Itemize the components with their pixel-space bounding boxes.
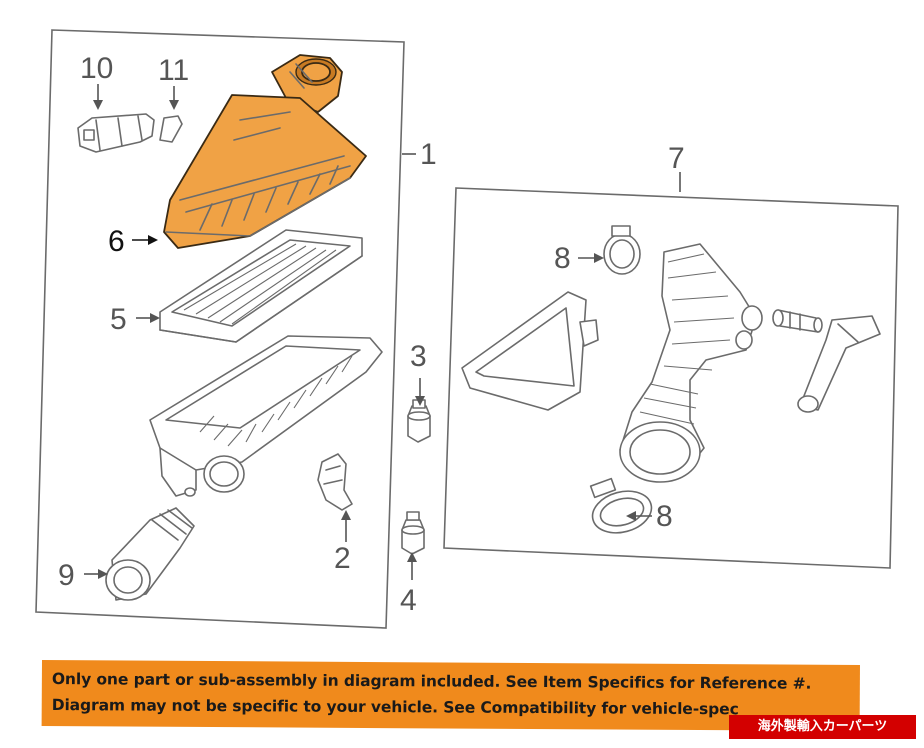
callout-6: 6 [108,225,158,258]
callout-8-lower: 8 [626,500,673,533]
callout-8-upper: 8 [554,242,604,275]
hose-fitting[interactable] [772,309,823,333]
resonator-scoop[interactable] [461,291,599,411]
svg-text:5: 5 [110,303,127,336]
callout-9: 9 [58,559,108,592]
svg-text:7: 7 [668,142,685,175]
ventilation-tube[interactable] [797,315,881,413]
intake-hose[interactable] [619,243,763,483]
hose-clamp-upper-part-8[interactable] [603,225,641,275]
callout-10: 10 [80,52,113,110]
svg-text:10: 10 [80,52,113,85]
svg-text:3: 3 [410,340,427,373]
bracket-part-2[interactable] [317,453,353,511]
callout-3: 3 [410,340,427,406]
svg-text:11: 11 [158,54,189,87]
air-cleaner-housing [149,335,383,497]
gasket-part-11[interactable] [159,115,183,143]
svg-text:9: 9 [58,559,75,592]
disclaimer-line-2: Diagram may not be specific to your vehi… [51,696,739,719]
disclaimer-line-1: Only one part or sub-assembly in diagram… [51,670,812,693]
mass-air-flow-sensor-part-10[interactable] [77,113,155,153]
svg-text:8: 8 [656,500,673,533]
svg-text:1: 1 [420,138,437,171]
callout-5: 5 [110,303,160,336]
outlet-duct-part-9[interactable] [105,507,195,601]
svg-text:2: 2 [334,542,351,575]
svg-text:6: 6 [108,225,125,258]
callout-2: 2 [334,510,351,575]
air-filter-element-part-5[interactable] [159,229,363,343]
svg-text:4: 4 [400,584,417,617]
shop-badge: 海外製輸入カーパーツ [729,715,916,739]
air-cleaner-cover-part-6[interactable] [163,54,367,249]
isolator-part-4[interactable] [401,511,425,555]
callout-7: 7 [668,142,685,192]
isolator-part-3[interactable] [407,399,431,443]
hose-clamp-lower-part-8[interactable] [588,477,656,539]
parts-diagram: 1 2 3 4 5 6 7 8 8 [35,29,899,629]
svg-text:8: 8 [554,242,571,275]
callout-11: 11 [158,54,189,110]
callout-4: 4 [400,552,417,617]
callout-1: 1 [402,138,437,171]
